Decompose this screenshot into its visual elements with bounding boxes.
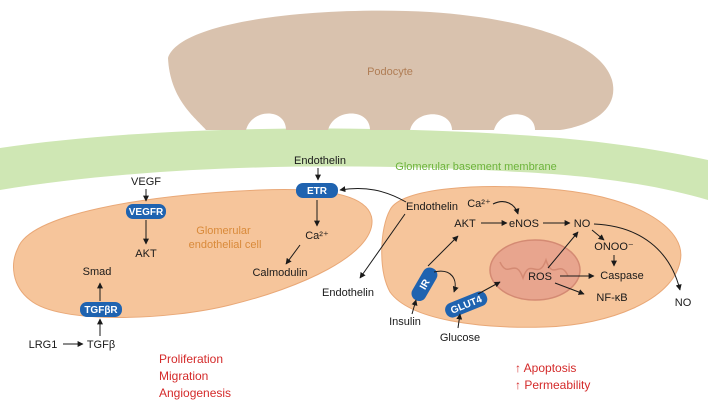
ca-enos-curve <box>492 201 520 215</box>
ros-nfkb-arrow <box>554 282 585 295</box>
etr-receptor <box>296 183 338 198</box>
membrane-label: Glomerular basement membrane <box>395 161 556 173</box>
vegf-label: VEGF <box>131 176 161 188</box>
outcome-apoptosis: ↑ Apoptosis <box>515 361 576 375</box>
right-endothelin-label: Endothelin <box>406 201 458 213</box>
ir-receptor: IR <box>411 267 438 302</box>
smad-label: Smad <box>83 266 112 278</box>
podocyte-label: Podocyte <box>367 66 413 78</box>
enos-label: eNOS <box>509 218 539 230</box>
right-akt-label: AKT <box>454 218 476 230</box>
left-akt-label: AKT <box>135 248 157 260</box>
left-ca-label: Ca²⁺ <box>305 230 329 242</box>
podocyte-shape <box>168 10 614 130</box>
ros-no-arrow <box>547 231 579 269</box>
endothelial-cell-label-line1: Glomerular <box>196 225 251 237</box>
vegfr-label: VEGFR <box>129 207 164 218</box>
outcome-angiogenesis: Angiogenesis <box>159 386 231 400</box>
insulin-label: Insulin <box>389 316 421 328</box>
glucose-glut4-arrow <box>456 313 463 329</box>
glucose-label: Glucose <box>440 332 480 344</box>
endothelin-etr-curve <box>339 186 407 203</box>
caspase-label: Caspase <box>600 270 643 282</box>
lrg1-label: LRG1 <box>29 339 58 351</box>
mitochondrion <box>489 239 581 301</box>
endothelial-cell-label-line2: endothelial cell <box>189 239 262 251</box>
ca-calmodulin-arrow <box>285 244 301 265</box>
left-endothelial-cell <box>13 189 373 318</box>
basement-membrane <box>0 128 708 200</box>
endothelial-cell-label: Glomerular endothelial cell <box>189 225 262 251</box>
right-ca-label: Ca²⁺ <box>467 198 491 210</box>
no-onoo-arrow <box>591 229 605 241</box>
vegfr-receptor <box>126 204 166 219</box>
tgfbr-receptor <box>80 302 122 317</box>
insulin-ir-arrow <box>411 299 418 315</box>
endothelin-bottom-label: Endothelin <box>322 287 374 299</box>
tgfbr-label: TGFβR <box>84 305 118 316</box>
calmodulin-label: Calmodulin <box>252 267 307 279</box>
etr-label: ETR <box>307 186 328 197</box>
no-label: NO <box>574 218 591 230</box>
endothelin-release-arrow <box>359 213 406 279</box>
ir-akt-arrow <box>427 235 459 267</box>
outcome-permeability: ↑ Permeability <box>515 378 590 392</box>
outcome-migration: Migration <box>159 369 208 383</box>
outcome-proliferation: Proliferation <box>159 352 223 366</box>
onoo-label: ONOO⁻ <box>594 241 634 253</box>
endothelin-top-label: Endothelin <box>294 155 346 167</box>
ir-glut4-curve <box>433 270 459 293</box>
mitochondrion-cristae <box>499 257 569 281</box>
glut4-mitochondrion-arrow <box>477 281 501 295</box>
ros-label: ROS <box>528 271 552 283</box>
no-release-curve <box>593 223 682 291</box>
tgfb-label: TGFβ <box>87 339 115 351</box>
no-outside-label: NO <box>675 297 692 309</box>
nfkb-label: NF-κB <box>596 292 627 304</box>
